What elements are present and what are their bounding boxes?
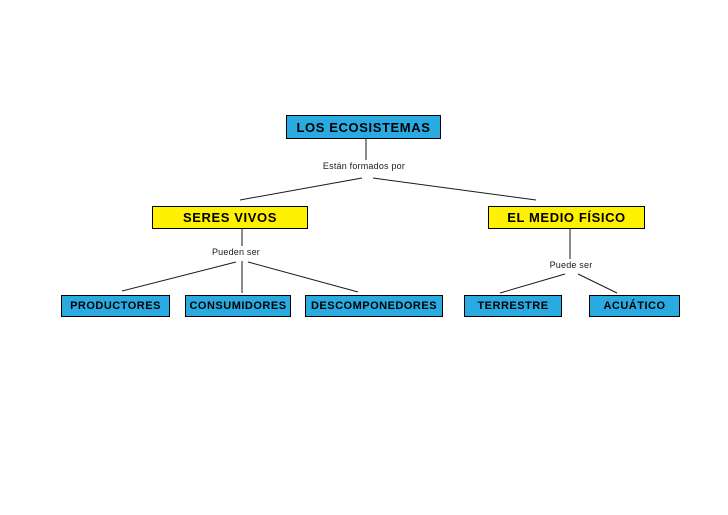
node-terrestre: TERRESTRE	[464, 295, 562, 317]
connector-label-estan-formados-por: Están formados por	[322, 161, 406, 171]
connector-medio-to-acuatico	[577, 273, 618, 294]
connector-label-puede-ser: Puede ser	[549, 260, 593, 270]
node-acuatico: ACUÁTICO	[589, 295, 680, 317]
node-productores: PRODUCTORES	[61, 295, 170, 317]
node-consumidores: CONSUMIDORES	[185, 295, 291, 317]
connector-root-to-medio-fisico	[372, 177, 537, 201]
connector-medio-to-terrestre	[499, 273, 566, 294]
connector-seres-to-descomponedores	[247, 261, 359, 293]
node-el-medio-fisico: EL MEDIO FÍSICO	[488, 206, 645, 229]
connector-label-pueden-ser: Pueden ser	[211, 247, 261, 257]
node-los-ecosistemas: LOS ECOSISTEMAS	[286, 115, 441, 139]
connector-seres-to-productores	[121, 261, 237, 292]
node-descomponedores: DESCOMPONEDORES	[305, 295, 443, 317]
connector-root-to-seres-vivos	[239, 177, 363, 201]
node-seres-vivos: SERES VIVOS	[152, 206, 308, 229]
